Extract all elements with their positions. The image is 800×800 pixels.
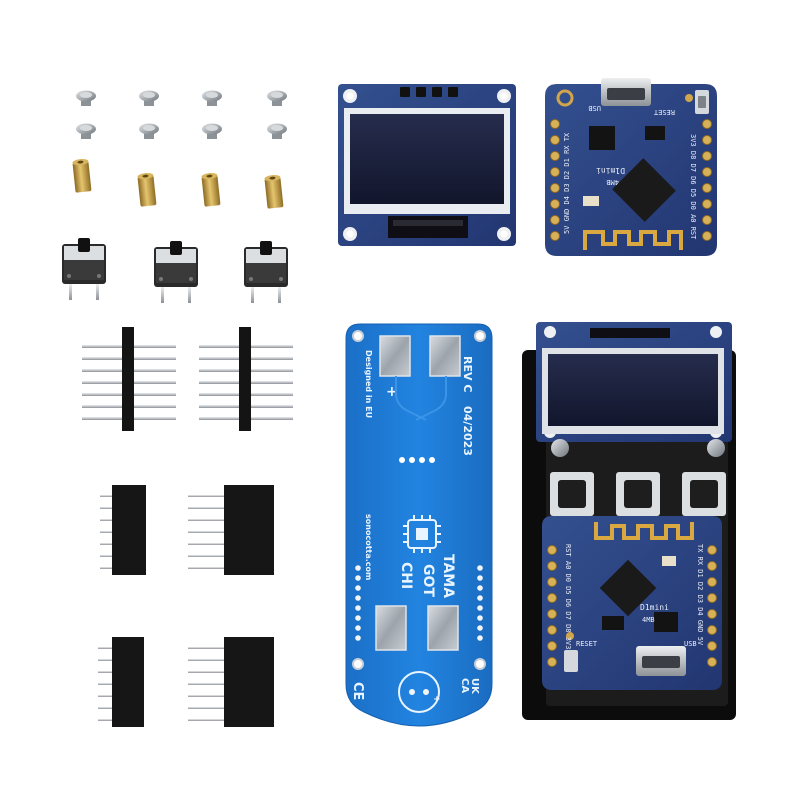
- ukca-mark-1: UK: [469, 678, 480, 695]
- screw: [267, 90, 287, 106]
- male-header: [199, 327, 293, 431]
- standoff-group: [72, 158, 284, 209]
- assembled-reset-label: RESET: [576, 640, 598, 648]
- screw: [139, 90, 159, 106]
- usb-label: USB: [588, 104, 601, 112]
- assembled-device: RESET USB D1mini 4MB TX RX D1 D2 D3 D4 G…: [522, 322, 736, 720]
- brass-standoff: [201, 172, 221, 207]
- assembled-model-label: D1mini: [640, 603, 669, 612]
- ce-mark: CE: [350, 682, 365, 700]
- brass-standoff: [137, 172, 157, 207]
- assembled-flash-label: 4MB: [642, 616, 655, 624]
- screw: [267, 123, 287, 139]
- tactile-button: [154, 241, 198, 303]
- screw-group: [76, 90, 287, 139]
- assembled-d1-mini: RESET USB D1mini 4MB TX RX D1 D2 D3 D4 G…: [542, 516, 722, 690]
- logo-line-1: TAMA: [440, 554, 456, 598]
- assembled-pins-left: TX RX D1 D2 D3 D4 GND 5V: [696, 544, 704, 646]
- tactile-button: [244, 241, 288, 303]
- female-header: [98, 485, 274, 727]
- flash-label: 4MB: [606, 178, 619, 186]
- revision-label: REV C: [461, 356, 474, 392]
- brass-standoff: [72, 158, 92, 193]
- pin-labels-left: 5V GND D4 D3 D2 D1 RX TX: [563, 132, 571, 234]
- screw: [202, 90, 222, 106]
- tactile-button: [62, 238, 106, 300]
- designed-label: Designed in EU: [364, 350, 373, 418]
- carrier-pcb: +: [345, 323, 493, 727]
- screw: [76, 90, 96, 106]
- tactile-button-group: [62, 238, 288, 303]
- ukca-mark-2: CA: [459, 678, 470, 693]
- plus-mark: +: [386, 384, 398, 400]
- pin-labels-right: 3V3 D8 D7 D6 D5 D0 A0 RST: [689, 134, 697, 240]
- logo-line-3: CHI: [398, 562, 414, 589]
- d1-mini-board: 3V3 D8 D7 D6 D5 D0 A0 RST 5V GND D4 D3 D…: [545, 78, 717, 256]
- assembled-pins-right: RST A0 D0 D5 D6 D7 D8 3V3: [564, 544, 572, 649]
- logo-line-2: GOT: [420, 564, 436, 597]
- website-label: sonocotta.com: [364, 514, 373, 580]
- device-buttons: [550, 472, 726, 516]
- chip-logo-icon: [403, 515, 441, 553]
- screw: [202, 123, 222, 139]
- screw: [139, 123, 159, 139]
- reset-label: RESET: [653, 108, 675, 116]
- oled-module: [338, 84, 516, 246]
- male-header: [82, 327, 176, 431]
- svg-text:+: +: [433, 695, 441, 705]
- screw: [76, 123, 96, 139]
- date-label: 04/2023: [461, 406, 474, 456]
- model-label: D1mini: [596, 166, 625, 175]
- assembled-usb-label: USB: [684, 640, 697, 648]
- brass-standoff: [264, 174, 284, 209]
